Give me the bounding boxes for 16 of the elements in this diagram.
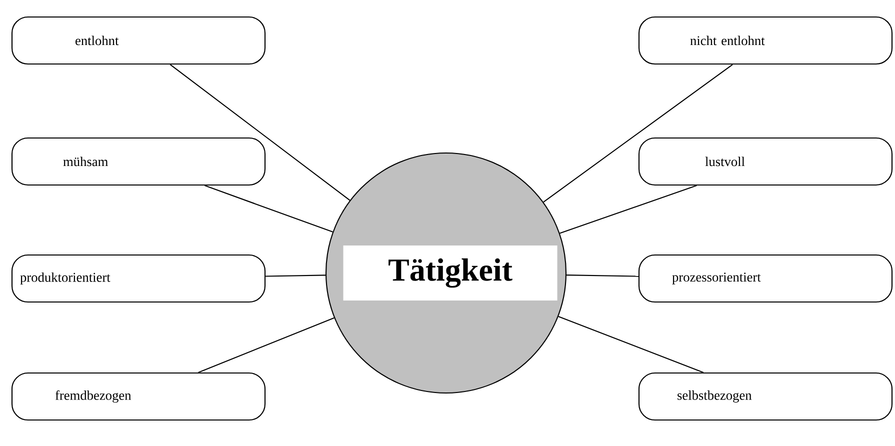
rounded-box: prozessorientiert bbox=[638, 254, 893, 303]
connector-line bbox=[566, 274, 638, 277]
rounded-box: mühsam bbox=[11, 137, 266, 186]
rounded-box: entlohnt bbox=[11, 16, 266, 65]
connector-line bbox=[543, 64, 733, 203]
connector-line bbox=[204, 185, 333, 232]
connector-line bbox=[170, 64, 350, 201]
connector-line bbox=[558, 316, 704, 373]
connector-line bbox=[560, 185, 697, 234]
connector-line bbox=[198, 317, 334, 373]
rounded-box: lustvoll bbox=[638, 137, 893, 186]
connector-line bbox=[266, 274, 326, 277]
rounded-box: selbstbezogen bbox=[638, 372, 893, 421]
rounded-box: fremdbezogen bbox=[11, 372, 266, 421]
rounded-box: produktorientiert bbox=[11, 254, 266, 303]
rounded-box: nicht entlohnt bbox=[638, 16, 893, 65]
